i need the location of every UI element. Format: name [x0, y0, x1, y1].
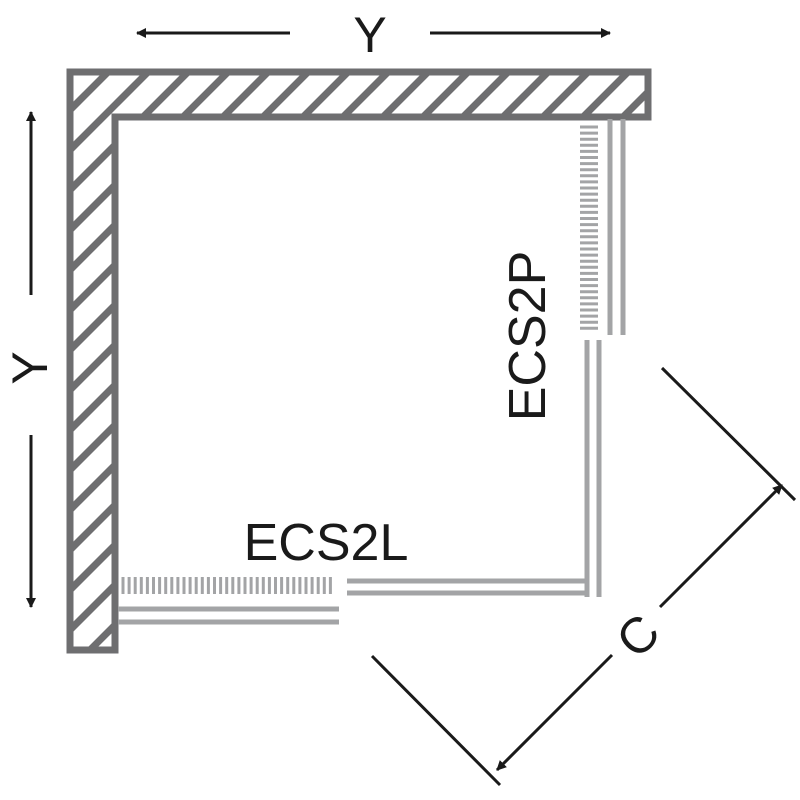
bottom-panel-label: ECS2L — [244, 514, 409, 572]
wall-hatch-line — [70, 72, 263, 650]
top-dimension-label: Y — [353, 7, 386, 63]
wall-hatch-line — [720, 0, 800, 700]
right-panel-label: ECS2P — [499, 251, 557, 422]
wall-hatch-line — [70, 72, 303, 650]
diagonal-dimension-label: C — [605, 603, 670, 668]
diagonal-dimension — [370, 366, 797, 787]
bottom-panel-ecs2l — [118, 577, 588, 625]
wall-hatch-line — [70, 72, 223, 650]
wall-hatch-line — [680, 0, 800, 700]
wall-hatch-line — [637, 72, 648, 650]
wall-hatch-line — [597, 72, 648, 650]
left-dimension-label: Y — [2, 351, 58, 384]
wall-hatch-line — [70, 72, 343, 650]
right-panel-ecs2p — [580, 119, 626, 597]
wall-hatch-line — [760, 0, 800, 700]
wall-hatch-line — [70, 72, 383, 650]
wall-hatch-line — [70, 72, 103, 650]
